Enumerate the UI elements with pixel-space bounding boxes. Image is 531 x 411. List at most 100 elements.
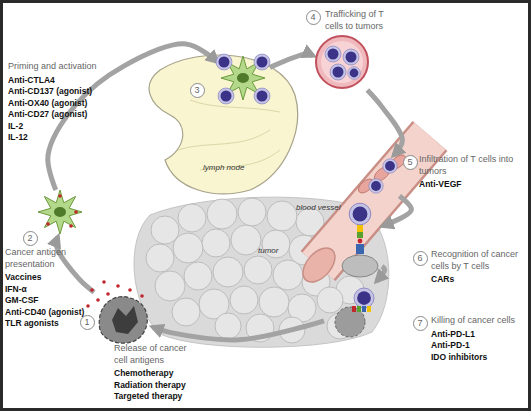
cycle-step: 4Trafficking of T cells to tumors (316, 36, 370, 88)
step-heading: Release of cancer cell antigens (114, 343, 196, 366)
therapy-name: Anti-CD137 (agonist) (8, 86, 128, 98)
therapy-name: Anti-PD-1 (431, 340, 529, 352)
tumor-cell (259, 287, 289, 317)
cancer-cell (342, 255, 378, 277)
blood-vessel-lumen (318, 136, 430, 266)
antigen-dot (69, 224, 73, 228)
region-label: lymph node (203, 163, 244, 172)
antigen-dot (128, 288, 132, 292)
tumor-cell (184, 262, 212, 290)
therapy-name: IL-12 (8, 132, 128, 144)
therapy-name: Anti-CD27 (agonist) (8, 109, 128, 121)
fragmented-nucleus (112, 306, 138, 334)
background-art (134, 55, 430, 347)
tumor-cell (155, 271, 185, 301)
therapy-name: Targeted therapy (114, 391, 196, 403)
tumor-cell (267, 201, 297, 231)
therapy-name: Vaccines (5, 272, 89, 284)
endothelium (356, 152, 408, 195)
step-heading: Recognition of cancer cells by T cells (431, 249, 529, 272)
tumor-cell (231, 225, 261, 255)
therapy-name: Anti-PD-L1 (431, 329, 529, 341)
cycle-step: 3Priming and activationAnti-CTLA4Anti-CD… (220, 54, 268, 100)
presented-antigens (46, 194, 78, 228)
therapy-name: Anti-CD40 (agonist) (5, 307, 89, 319)
therapy-name: Radiation therapy (114, 380, 196, 392)
receptor-bar (357, 306, 361, 312)
antigen-dot (140, 294, 144, 298)
antigen-dot (102, 280, 106, 284)
receptor-bar (352, 306, 356, 312)
callout-number: 7 (413, 316, 428, 331)
therapy-name: Anti-VEGF (419, 179, 527, 191)
antigen-dot (46, 222, 50, 226)
step-heading: Trafficking of T cells to tumors (325, 9, 401, 32)
tumor-cell (173, 233, 203, 263)
cycle-arrow (153, 321, 324, 340)
t-cell (254, 88, 270, 104)
tumor-cell (273, 260, 303, 290)
t-cell (369, 179, 383, 193)
peptide-antigen (358, 239, 363, 244)
callout-number: 5 (403, 155, 418, 170)
lymph-node-texture (178, 100, 280, 170)
region-label: blood vessel (296, 203, 340, 212)
therapy-name: IFN-α (5, 284, 89, 296)
therapy-name: Anti-CTLA4 (8, 75, 128, 87)
antigen-dot (86, 304, 90, 308)
blood-vessel-opening (297, 242, 341, 288)
antigen-dot (96, 298, 100, 302)
tumor-cell (230, 286, 258, 314)
tumor-cell (151, 216, 179, 244)
t-cell (383, 159, 397, 173)
therapy-name: IDO inhibitors (431, 352, 529, 364)
cycle-arrow (367, 90, 402, 155)
tumor-cell (172, 298, 200, 326)
cycle-step: 2Cancer antigen presentationVaccinesIFN-… (38, 192, 84, 234)
therapy-name: CARs (431, 274, 529, 286)
callout-number: 3 (190, 83, 205, 98)
antigen-dot (116, 284, 120, 288)
cycle-arrow (56, 237, 94, 292)
tumor-cell (213, 257, 243, 287)
callout-number: 4 (306, 10, 321, 25)
tumor-cell (317, 287, 343, 313)
therapy-name: GM-CSF (5, 295, 89, 307)
step-text-column: Release of cancer cell antigensChemother… (114, 343, 196, 403)
t-cell (254, 54, 270, 70)
cycle-step: 5Infiltration of T cells into tumorsAnti… (360, 158, 404, 194)
t-cell (343, 49, 359, 65)
vessel-lumen (321, 41, 363, 83)
t-cell (216, 54, 232, 70)
step-text-column: Recognition of cancer cells by T cellsCA… (431, 249, 529, 286)
tumor-cell (146, 244, 174, 272)
mhc-molecule (356, 244, 364, 254)
released-antigens (86, 280, 144, 308)
antigen-dot (106, 292, 110, 296)
antigen-dot (90, 288, 94, 292)
callout-number: 6 (413, 251, 428, 266)
target-cancer-cell (335, 307, 365, 337)
step-text-column: Trafficking of T cells to tumors (325, 9, 401, 34)
t-cell (349, 203, 371, 225)
cycle-arrow (383, 196, 411, 226)
step-heading: Infiltration of T cells into tumors (419, 154, 527, 177)
t-cell (218, 88, 234, 104)
tcr-segment (357, 232, 363, 238)
therapy-name: Chemotherapy (114, 368, 196, 380)
t-cell (325, 46, 341, 62)
cycle-step: 6Recognition of cancer cells by T cellsC… (340, 202, 380, 276)
t-cell (330, 64, 346, 80)
region-label: tumor (258, 246, 278, 255)
cycle-arrow (270, 54, 313, 67)
cycle-step: 7Killing of cancer cellsAnti-PD-L1Anti-P… (326, 284, 384, 340)
therapy-name: Anti-OX40 (agonist) (8, 98, 128, 110)
tumor-cell (215, 313, 241, 339)
tumor-cell (244, 256, 272, 284)
step-heading: Killing of cancer cells (431, 315, 529, 327)
antigen-dot (58, 194, 62, 198)
callout-number: 1 (80, 315, 95, 330)
therapy-name: TLR agonists (5, 318, 89, 330)
step-text-column: Cancer antigen presentationVaccinesIFN-α… (5, 247, 89, 330)
